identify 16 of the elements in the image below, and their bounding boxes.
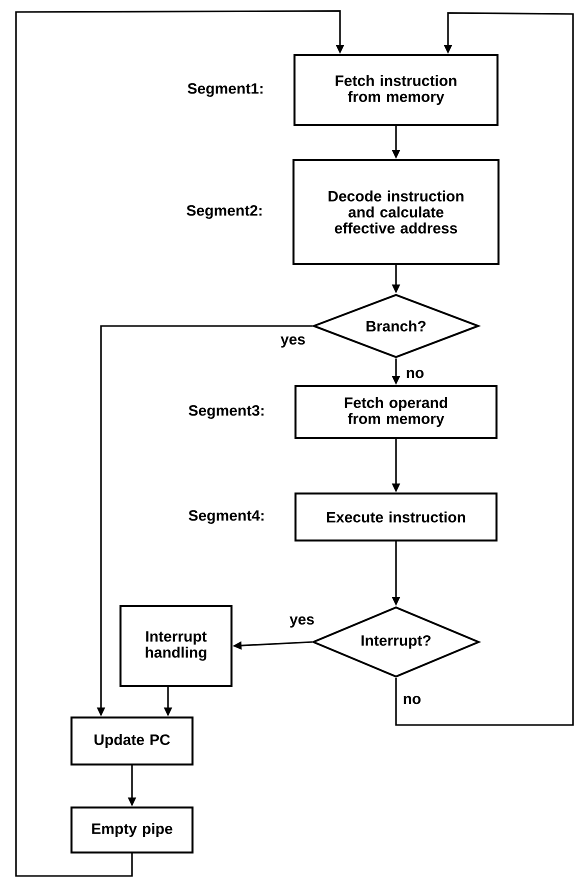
edge-label: yes (280, 335, 307, 349)
edge-label: no (402, 694, 422, 706)
edge-label: no (404, 368, 426, 380)
arrow (15, 10, 344, 877)
process-box: Execute instruction (294, 492, 498, 542)
segment-label: Segment2: (186, 205, 262, 219)
process-box: Fetch instruction from memory (294, 54, 498, 126)
process-box: Decode instruction and calculate effective address (292, 159, 500, 265)
process-box: Empty pipe (70, 806, 194, 854)
arrow (395, 12, 574, 726)
process-box: Interrupt handling (120, 605, 232, 687)
process-box: Update PC (70, 716, 194, 766)
process-box: Fetch operand from memory (294, 385, 498, 439)
segment-label: Segment3: (188, 405, 264, 419)
segment-label: Segment4: (188, 510, 264, 524)
segment-label: Segment1: (188, 83, 263, 97)
